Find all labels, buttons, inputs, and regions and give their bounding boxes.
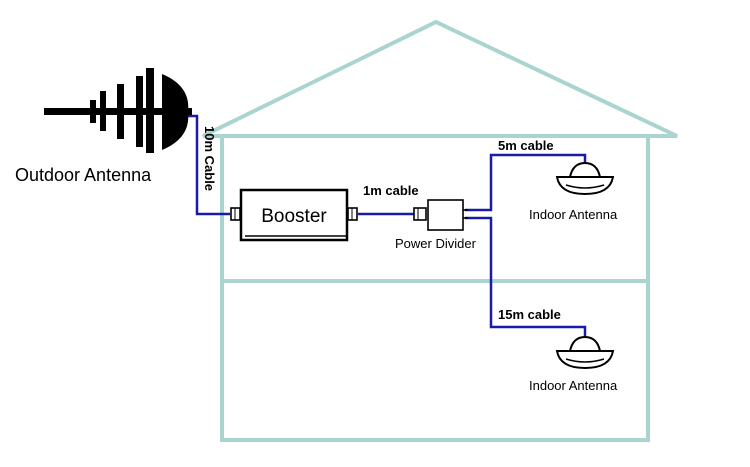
cable-15m-label: 15m cable [498, 307, 561, 322]
booster-unit: Booster [230, 188, 358, 242]
ceiling-dome-antenna-icon [555, 161, 615, 196]
booster-label: Booster [261, 206, 327, 227]
power-divider-label: Power Divider [395, 236, 477, 251]
indoor-antenna-upper-label: Indoor Antenna [529, 207, 618, 222]
yagi-antenna-icon [44, 68, 192, 153]
outdoor-antenna [44, 68, 192, 153]
house-walls [220, 134, 650, 442]
power-divider-box [427, 199, 464, 231]
ceiling-dome-antenna-icon [555, 335, 615, 370]
cable-5m-label: 5m cable [498, 138, 554, 153]
cable-10m-label: 10m Cable [202, 126, 217, 191]
cables [183, 114, 587, 338]
cable-1m-label: 1m cable [363, 183, 419, 198]
cable-15m-line [465, 216, 587, 338]
cable-5m-line [465, 153, 587, 212]
indoor-antenna-lower-label: Indoor Antenna [529, 378, 618, 393]
indoor-antenna-upper [555, 161, 615, 196]
house-outline [202, 19, 678, 442]
booster-box [239, 188, 349, 242]
power-divider-connector [413, 207, 427, 221]
outdoor-antenna-label: Outdoor Antenna [15, 165, 152, 185]
house-roof [202, 19, 678, 138]
cable-10m-line [183, 114, 230, 216]
power-divider [413, 199, 468, 231]
indoor-antenna-lower [555, 335, 615, 370]
